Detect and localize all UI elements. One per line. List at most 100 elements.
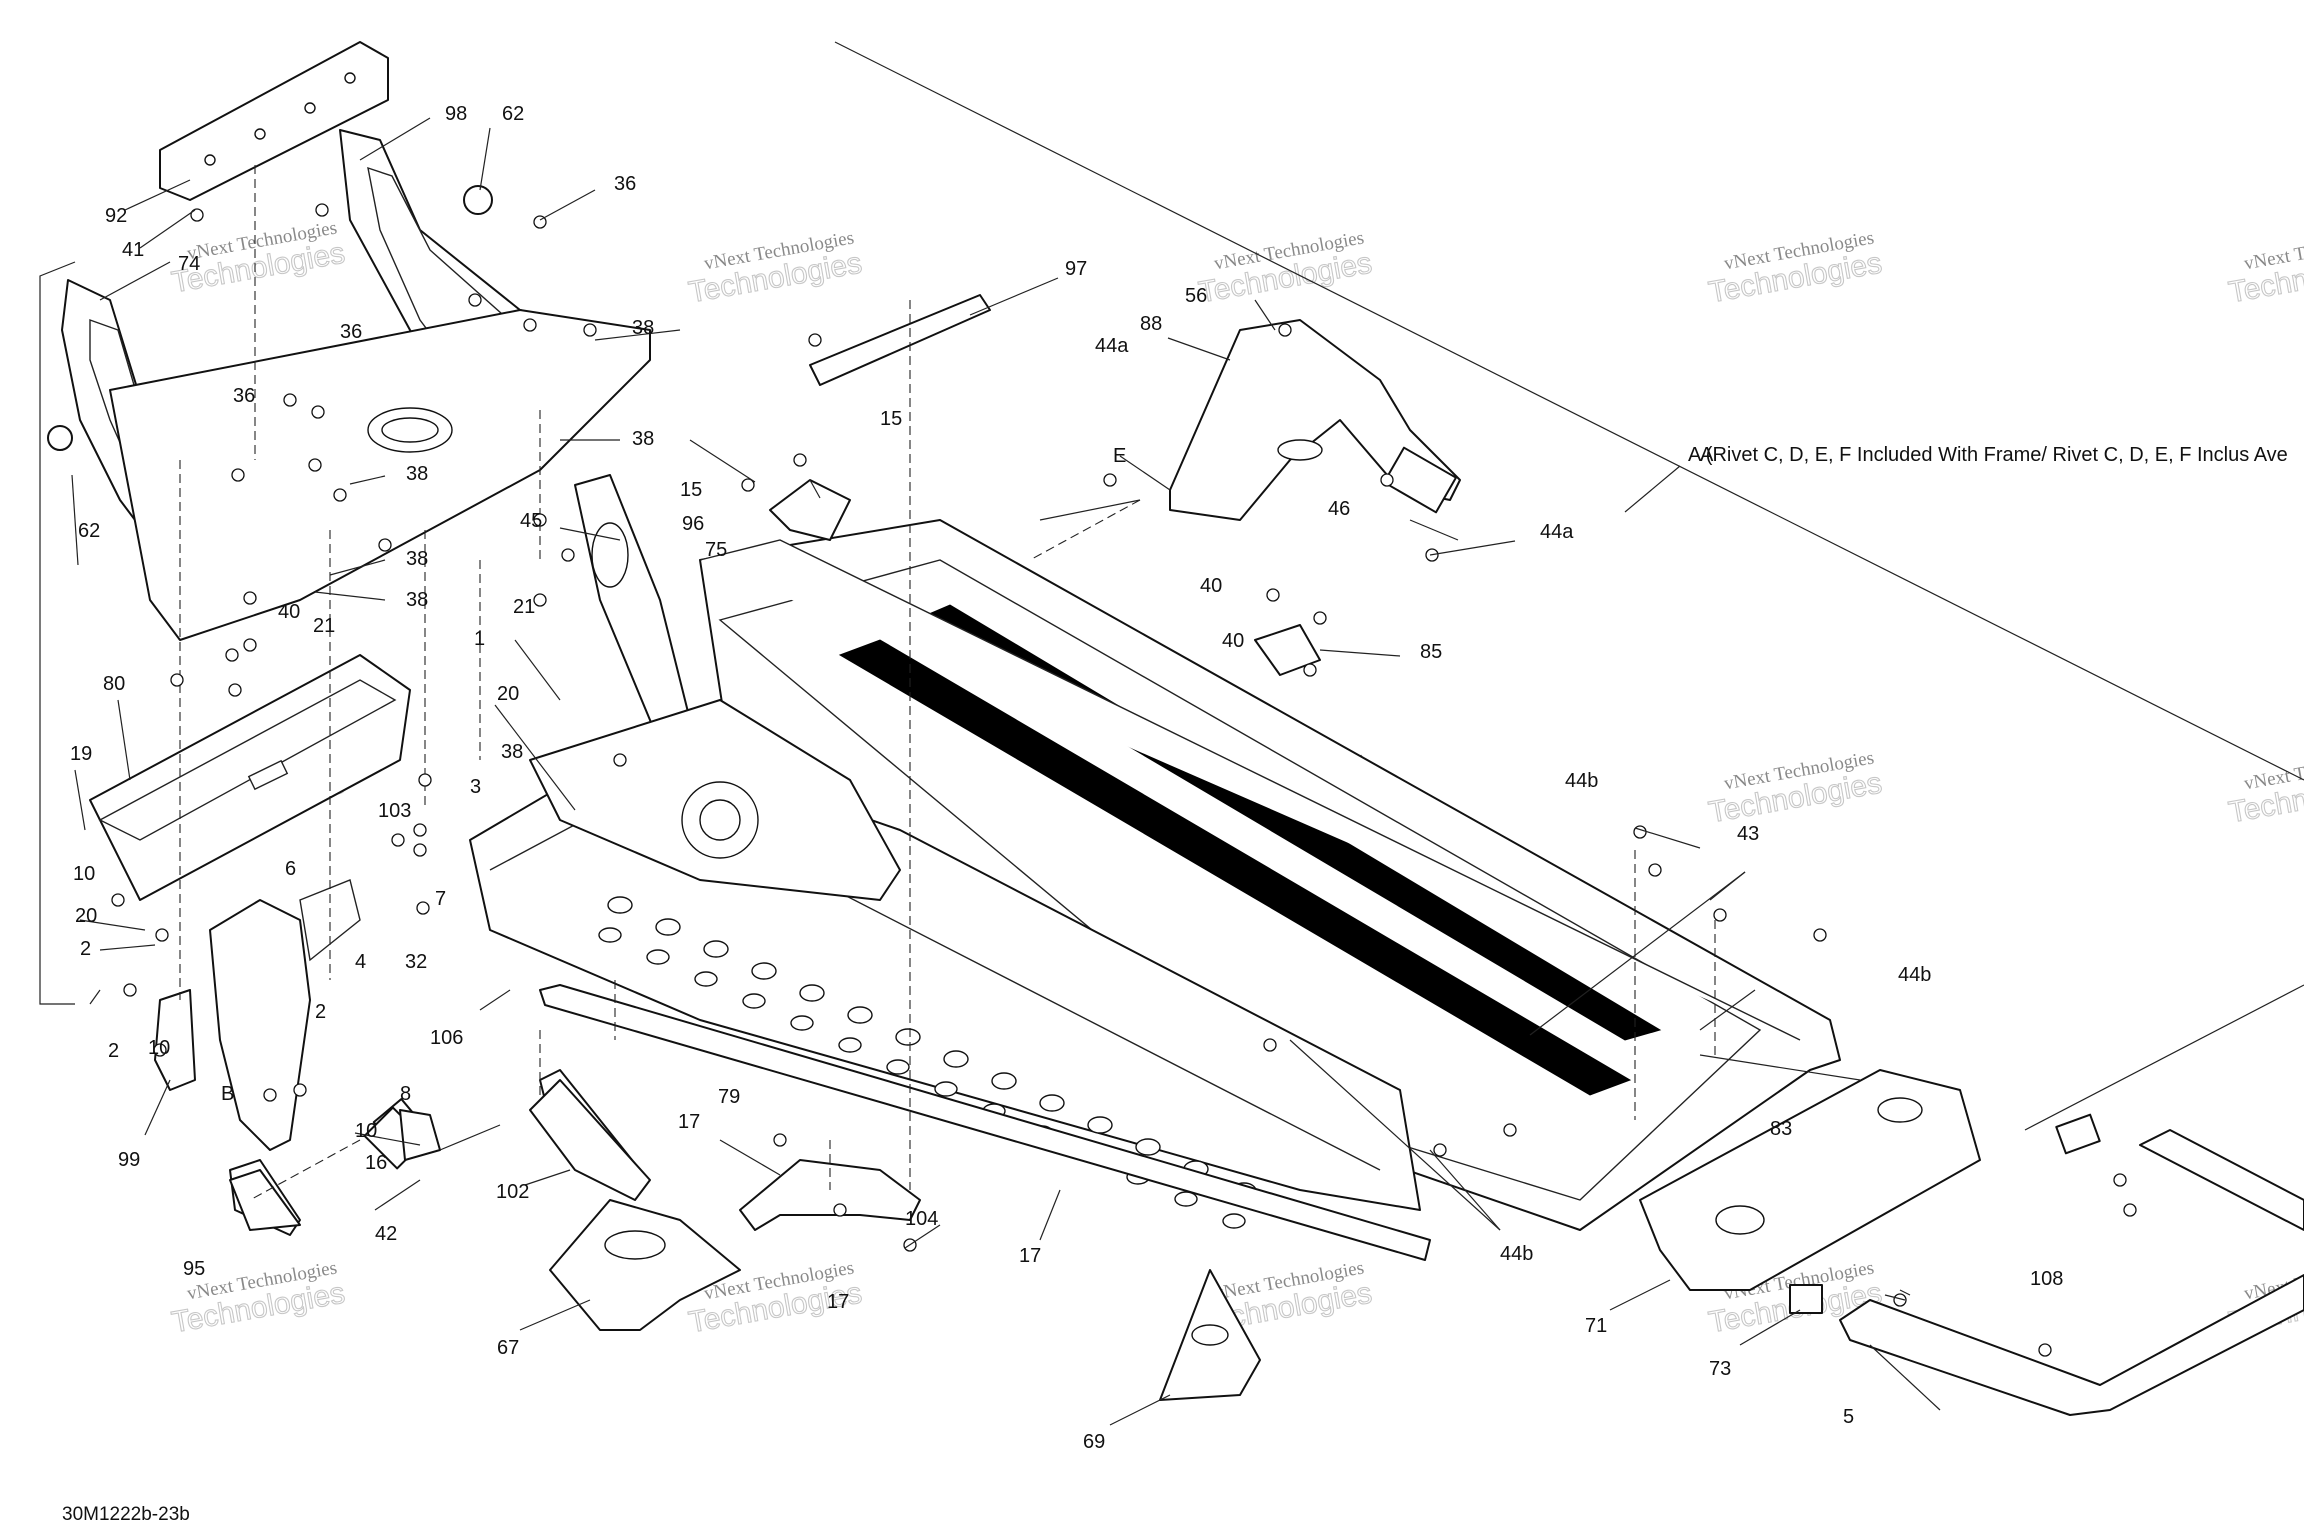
callout-10: 10 <box>355 1120 377 1142</box>
callout-15: 15 <box>680 479 702 501</box>
fastener-icon <box>533 593 547 607</box>
fastener-icon <box>2038 1343 2052 1357</box>
callout-5: 5 <box>1843 1406 1854 1428</box>
fastener-icon <box>2123 1203 2137 1217</box>
callout-62: 62 <box>502 103 524 125</box>
callout-4: 4 <box>355 951 366 973</box>
callout-62: 62 <box>78 520 100 542</box>
callout-103: 103 <box>378 800 411 822</box>
callout-36: 36 <box>340 321 362 343</box>
fastener-icon <box>315 203 329 217</box>
callout-40: 40 <box>278 601 300 623</box>
tunnel-slot <box>607 896 633 914</box>
callout-38: 38 <box>406 548 428 570</box>
fastener-icon <box>1648 863 1662 877</box>
tunnel-slot <box>1222 1213 1246 1229</box>
callout-2: 2 <box>80 938 91 960</box>
callout-95: 95 <box>183 1258 205 1280</box>
tunnel-slot <box>1087 1116 1113 1134</box>
footrest-rear-part <box>549 1199 741 1331</box>
callout-17: 17 <box>827 1291 849 1313</box>
callout-42: 42 <box>375 1223 397 1245</box>
callout-85: 85 <box>1420 641 1442 663</box>
fastener-icon <box>123 983 137 997</box>
callout-36: 36 <box>233 385 255 407</box>
column-upright-part <box>529 474 901 901</box>
fastener-icon <box>561 548 575 562</box>
fastener-icon <box>1263 1038 1277 1052</box>
callout-44b: 44b <box>1565 770 1598 792</box>
callout-38: 38 <box>501 741 523 763</box>
callout-38: 38 <box>406 589 428 611</box>
callout-83: 83 <box>1770 1118 1792 1140</box>
tunnel-slot <box>1174 1191 1198 1207</box>
callout-40: 40 <box>1200 575 1222 597</box>
footrest-left-part <box>529 1079 651 1201</box>
fastener-icon <box>1813 928 1827 942</box>
fastener-icon <box>793 453 807 467</box>
fastener-icon <box>808 333 822 347</box>
frame-note: A (Rivet C, D, E, F Included With Frame/… <box>1688 444 2288 466</box>
fastener-icon <box>1313 611 1327 625</box>
rear-bracket-part <box>1159 1269 1261 1401</box>
callout-56: 56 <box>1185 285 1207 307</box>
callout-69: 69 <box>1083 1431 1105 1453</box>
fastener-icon <box>523 318 537 332</box>
fastener-icon <box>833 1203 847 1217</box>
fastener-icon <box>2113 1173 2127 1187</box>
callout-97: 97 <box>1065 258 1087 280</box>
callout-36: 36 <box>614 173 636 195</box>
fastener-icon <box>1713 908 1727 922</box>
tunnel-slot <box>1039 1094 1065 1112</box>
callout-20: 20 <box>75 905 97 927</box>
fastener-icon <box>773 1133 787 1147</box>
callout-38: 38 <box>632 428 654 450</box>
callout-20: 20 <box>497 683 519 705</box>
fastener-icon <box>243 638 257 652</box>
fastener-icon <box>308 458 322 472</box>
tunnel-slot <box>1135 1138 1161 1156</box>
callout-79: 79 <box>718 1086 740 1108</box>
fastener-icon <box>263 1088 277 1102</box>
fastener-icon <box>1278 323 1292 337</box>
tunnel-slot <box>598 927 622 943</box>
fastener-icon <box>413 823 427 837</box>
fastener-icon <box>283 393 297 407</box>
tunnel-slot <box>742 993 766 1009</box>
tunnel-slot <box>646 949 670 965</box>
small-parts <box>229 1106 441 1231</box>
callout-96: 96 <box>682 513 704 535</box>
fastener-icon <box>155 928 169 942</box>
fastener-icon <box>1433 1143 1447 1157</box>
callout-17: 17 <box>1019 1245 1041 1267</box>
fastener-icon <box>468 293 482 307</box>
fastener-icon <box>1503 1123 1517 1137</box>
leader-lines <box>71 117 1941 1426</box>
callout-B: B <box>221 1083 234 1105</box>
fastener-icon <box>741 478 755 492</box>
callout-E: E <box>1113 445 1126 467</box>
fastener-icon <box>228 683 242 697</box>
callout-45: 45 <box>520 510 542 532</box>
fastener-icon <box>1266 588 1280 602</box>
rear-bumper-part <box>1789 1113 2304 1416</box>
fastener-icon <box>225 648 239 662</box>
fastener-icon <box>153 1043 167 1057</box>
tunnel-slot <box>847 1006 873 1024</box>
fastener-icon <box>378 538 392 552</box>
fastener-icon <box>1893 1293 1907 1307</box>
footrest-mid-part <box>739 1159 921 1231</box>
tunnel-slot <box>943 1050 969 1068</box>
tunnel-slot <box>934 1081 958 1097</box>
fastener-icon <box>333 488 347 502</box>
callout-16: 16 <box>365 1152 387 1174</box>
callout-3: 3 <box>470 776 481 798</box>
callout-98: 98 <box>445 103 467 125</box>
fastener-icon <box>416 901 430 915</box>
callout-1: 1 <box>474 628 485 650</box>
side-trim-part <box>539 984 1431 1261</box>
callout-32: 32 <box>405 951 427 973</box>
callout-A: A <box>1700 444 1714 466</box>
callout-2: 2 <box>108 1040 119 1062</box>
callout-44b: 44b <box>1500 1243 1533 1265</box>
